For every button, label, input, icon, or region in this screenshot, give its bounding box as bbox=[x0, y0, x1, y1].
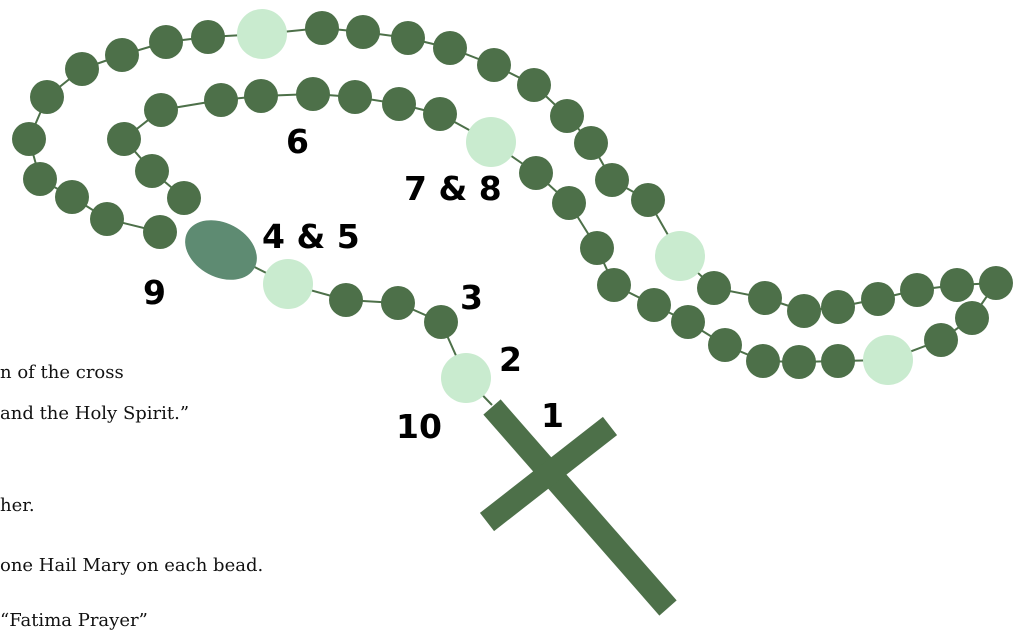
hail-mary-bead bbox=[144, 93, 178, 127]
hail-mary-bead bbox=[580, 231, 614, 265]
hail-mary-bead bbox=[105, 38, 139, 72]
our-father-bead bbox=[263, 259, 313, 309]
instruction-line-5: “Fatima Prayer” bbox=[0, 612, 148, 630]
step-label-10: 10 bbox=[396, 410, 442, 443]
instruction-line-4: one Hail Mary on each bead. bbox=[0, 557, 263, 575]
hail-mary-bead bbox=[748, 281, 782, 315]
hail-mary-bead bbox=[107, 122, 141, 156]
hail-mary-bead bbox=[381, 286, 415, 320]
hail-mary-bead bbox=[204, 83, 238, 117]
hail-mary-bead bbox=[861, 282, 895, 316]
hail-mary-bead bbox=[746, 344, 780, 378]
hail-mary-bead bbox=[637, 288, 671, 322]
hail-mary-bead bbox=[940, 268, 974, 302]
hail-mary-bead bbox=[329, 283, 363, 317]
our-father-bead bbox=[655, 231, 705, 281]
hail-mary-bead bbox=[143, 215, 177, 249]
hail-mary-bead bbox=[597, 268, 631, 302]
step-label-2: 2 bbox=[499, 343, 522, 376]
hail-mary-bead bbox=[697, 271, 731, 305]
step-label-4-5: 4 & 5 bbox=[262, 220, 360, 253]
hail-mary-bead bbox=[631, 183, 665, 217]
hail-mary-bead bbox=[135, 154, 169, 188]
hail-mary-bead bbox=[821, 290, 855, 324]
our-father-bead bbox=[237, 9, 287, 59]
inner-cord bbox=[124, 94, 996, 362]
crucifix-icon bbox=[487, 407, 668, 608]
hail-mary-bead bbox=[65, 52, 99, 86]
hail-mary-bead bbox=[391, 21, 425, 55]
hail-mary-bead bbox=[550, 99, 584, 133]
hail-mary-bead bbox=[30, 80, 64, 114]
hail-mary-bead bbox=[433, 31, 467, 65]
hail-mary-bead bbox=[519, 156, 553, 190]
hail-mary-bead bbox=[90, 202, 124, 236]
hail-mary-bead bbox=[955, 301, 989, 335]
hail-mary-bead bbox=[338, 80, 372, 114]
hail-mary-bead bbox=[346, 15, 380, 49]
step-label-7-8: 7 & 8 bbox=[404, 172, 502, 205]
hail-mary-bead bbox=[296, 77, 330, 111]
hail-mary-bead bbox=[782, 345, 816, 379]
step-label-6: 6 bbox=[286, 125, 309, 158]
instruction-line-2: and the Holy Spirit.” bbox=[0, 405, 189, 423]
hail-mary-bead bbox=[424, 305, 458, 339]
instruction-line-1: n of the cross bbox=[0, 364, 124, 382]
hail-mary-bead bbox=[979, 266, 1013, 300]
hail-mary-bead bbox=[821, 344, 855, 378]
hail-mary-bead bbox=[517, 68, 551, 102]
hail-mary-bead bbox=[595, 163, 629, 197]
our-father-bead bbox=[441, 353, 491, 403]
hail-mary-bead bbox=[900, 273, 934, 307]
hail-mary-bead bbox=[382, 87, 416, 121]
hail-mary-bead bbox=[574, 126, 608, 160]
hail-mary-bead bbox=[708, 328, 742, 362]
instruction-line-3: her. bbox=[0, 497, 35, 515]
hail-mary-bead bbox=[55, 180, 89, 214]
our-father-bead bbox=[466, 117, 516, 167]
hail-mary-bead bbox=[23, 162, 57, 196]
hail-mary-bead bbox=[305, 11, 339, 45]
step-label-3: 3 bbox=[460, 281, 483, 314]
outer-cord bbox=[29, 28, 996, 311]
our-father-bead bbox=[863, 335, 913, 385]
hail-mary-bead bbox=[477, 48, 511, 82]
hail-mary-bead bbox=[423, 97, 457, 131]
hail-mary-bead bbox=[12, 122, 46, 156]
hail-mary-bead bbox=[787, 294, 821, 328]
hail-mary-bead bbox=[552, 186, 586, 220]
center-medal-icon bbox=[175, 208, 267, 291]
hail-mary-bead bbox=[191, 20, 225, 54]
step-label-1: 1 bbox=[541, 399, 564, 432]
hail-mary-bead bbox=[149, 25, 183, 59]
hail-mary-bead bbox=[244, 79, 278, 113]
hail-mary-bead bbox=[924, 323, 958, 357]
hail-mary-bead bbox=[167, 181, 201, 215]
step-label-9: 9 bbox=[143, 276, 166, 309]
hail-mary-bead bbox=[671, 305, 705, 339]
